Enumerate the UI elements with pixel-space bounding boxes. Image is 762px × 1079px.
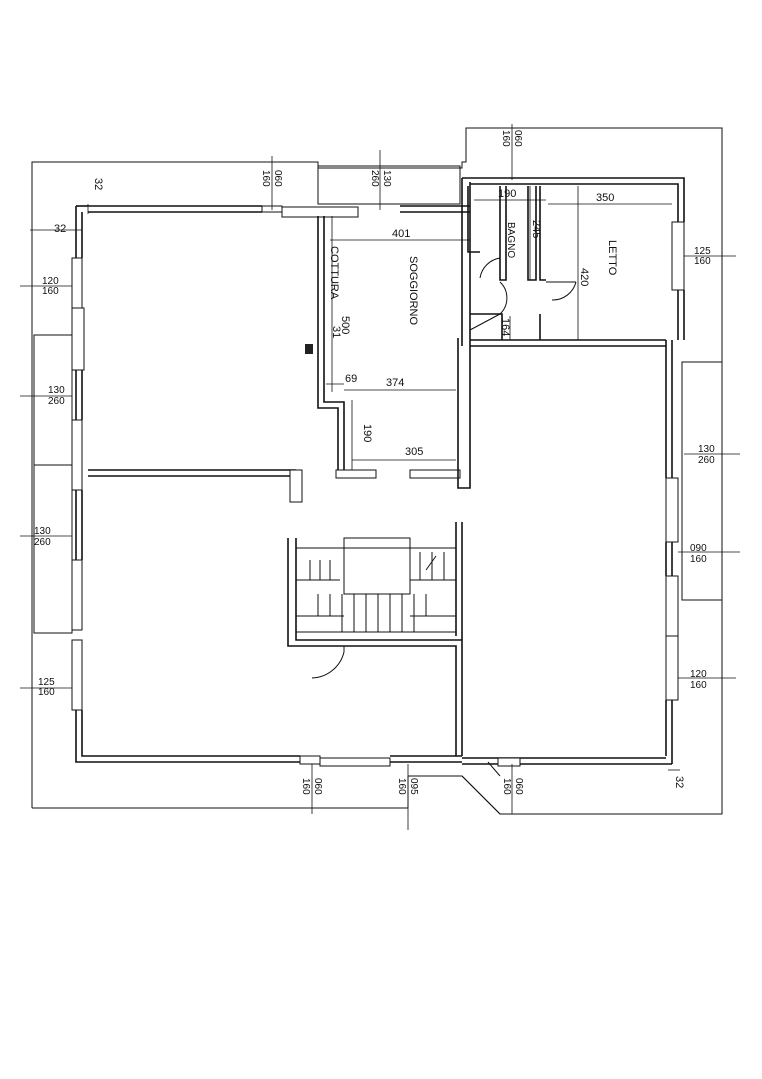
room-labels: SOGGIORNO COTTURA BAGNO LETTO xyxy=(328,222,618,326)
site-boundary xyxy=(31,127,723,815)
dim-32-left: 32 xyxy=(54,223,66,235)
opening-bottom-a-1: 060 xyxy=(312,778,323,795)
opening-right-d-2: 160 xyxy=(690,680,707,691)
dim-401: 401 xyxy=(392,228,410,240)
opening-right-c-1: 090 xyxy=(690,543,707,554)
opening-right-c-2: 160 xyxy=(690,554,707,565)
opening-right-a-1: 125 xyxy=(694,246,711,257)
dim-164: 164 xyxy=(499,318,511,336)
opening-left-b-2: 260 xyxy=(48,396,65,407)
dim-374: 374 xyxy=(386,377,404,389)
dim-500: 500 xyxy=(339,316,351,334)
opening-bottom-b-1: 095 xyxy=(408,778,419,795)
dim-190-left: 190 xyxy=(361,424,373,442)
dim-31: 31 xyxy=(330,326,342,338)
opening-top-b-1: 130 xyxy=(381,170,392,187)
opening-bottom-c-1: 060 xyxy=(513,778,524,795)
opening-top-b-2: 260 xyxy=(369,170,380,187)
dim-190-bagno: 190 xyxy=(498,188,516,200)
room-label-cottura: COTTURA xyxy=(328,246,340,300)
opening-top-a-2: 160 xyxy=(260,170,271,187)
opening-left-b-1: 130 xyxy=(48,385,65,396)
stair-core xyxy=(287,522,463,756)
interior-walls xyxy=(88,186,666,503)
opening-bottom-c-2: 160 xyxy=(501,778,512,795)
dim-32-top: 32 xyxy=(92,178,104,190)
dim-245: 245 xyxy=(530,220,542,238)
dim-305: 305 xyxy=(405,446,423,458)
opening-left-c-1: 130 xyxy=(34,526,51,537)
opening-right-b-2: 260 xyxy=(698,455,715,466)
opening-right-d-1: 120 xyxy=(690,669,707,680)
opening-top-a-1: 060 xyxy=(272,170,283,187)
opening-right-b-1: 130 xyxy=(698,444,715,455)
room-label-letto: LETTO xyxy=(606,240,618,276)
chimney-mark xyxy=(305,344,313,354)
opening-bottom-b-2: 160 xyxy=(396,778,407,795)
balconies xyxy=(33,165,723,634)
opening-right-a-2: 160 xyxy=(694,256,711,267)
dimension-values: 401 190 350 245 420 164 500 31 69 374 19… xyxy=(54,178,685,788)
opening-top-c-2: 160 xyxy=(500,130,511,147)
door-swings xyxy=(305,257,577,777)
opening-left-c-2: 260 xyxy=(34,537,51,548)
exterior-walls xyxy=(75,177,685,765)
room-label-bagno: BAGNO xyxy=(505,222,516,258)
windows xyxy=(71,205,685,767)
opening-left-d-2: 160 xyxy=(38,687,55,698)
dim-32-bottom: 32 xyxy=(673,776,685,788)
dim-350: 350 xyxy=(596,192,614,204)
opening-bottom-a-2: 160 xyxy=(300,778,311,795)
opening-left-a-1: 120 xyxy=(42,276,59,287)
opening-top-c-1: 060 xyxy=(512,130,523,147)
opening-codes: 060 160 130 260 060 160 120 160 130 260 … xyxy=(34,130,715,795)
opening-left-d-1: 125 xyxy=(38,677,55,688)
opening-left-a-2: 160 xyxy=(42,286,59,297)
dimension-lines xyxy=(20,124,740,830)
dim-420: 420 xyxy=(578,268,590,286)
dim-69: 69 xyxy=(345,373,357,385)
room-label-soggiorno: SOGGIORNO xyxy=(407,256,419,326)
